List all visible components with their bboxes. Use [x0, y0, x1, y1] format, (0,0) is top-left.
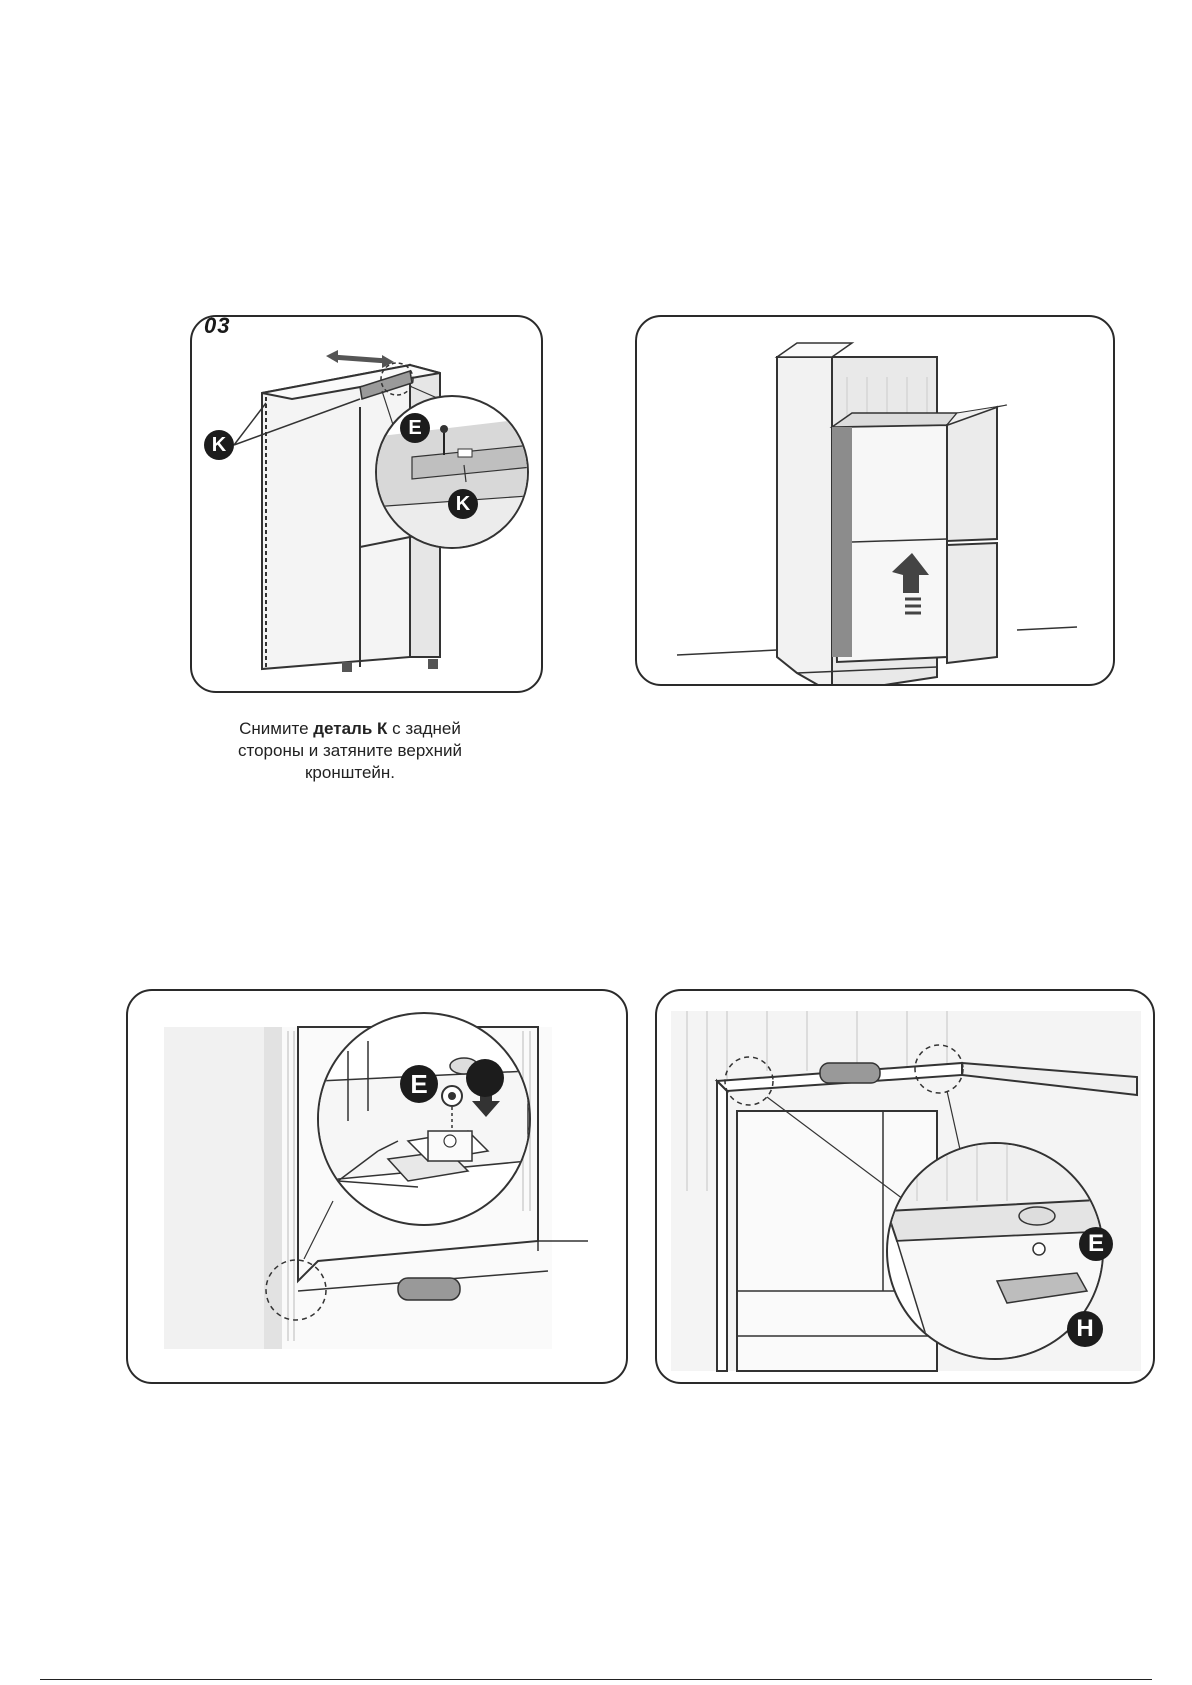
caption-line-3: кронштейн.	[305, 763, 395, 782]
illustration-panel-upper-fixing: E H	[655, 989, 1155, 1384]
instruction-caption: Снимите деталь К с задней стороны и затя…	[190, 718, 510, 784]
fridge-rear-bracket-illustration	[192, 317, 541, 691]
callout-e-screw: E	[400, 413, 430, 443]
callout-h-cover: H	[1067, 1311, 1103, 1347]
step-number: 03	[200, 315, 234, 339]
callout-k-rear: K	[204, 430, 234, 460]
caption-text-bold: деталь К	[313, 719, 387, 738]
caption-text-post: с задней	[387, 719, 460, 738]
caption-line-2: стороны и затяните верхний	[238, 741, 462, 760]
lower-door-fixing-illustration	[128, 991, 626, 1382]
callout-e-screw: E	[400, 1065, 438, 1103]
illustration-panel-insert-appliance	[635, 315, 1115, 686]
caption-text-pre: Снимите	[239, 719, 313, 738]
insert-fridge-into-cabinet-illustration	[637, 317, 1113, 684]
callout-e-screw: E	[1079, 1227, 1113, 1261]
callout-cap	[466, 1059, 504, 1097]
callout-k-detail: K	[448, 489, 478, 519]
illustration-panel-step-03: 03 K E K	[190, 315, 543, 693]
illustration-panel-lower-fixing: E	[126, 989, 628, 1384]
footer-rule	[40, 1679, 1152, 1680]
